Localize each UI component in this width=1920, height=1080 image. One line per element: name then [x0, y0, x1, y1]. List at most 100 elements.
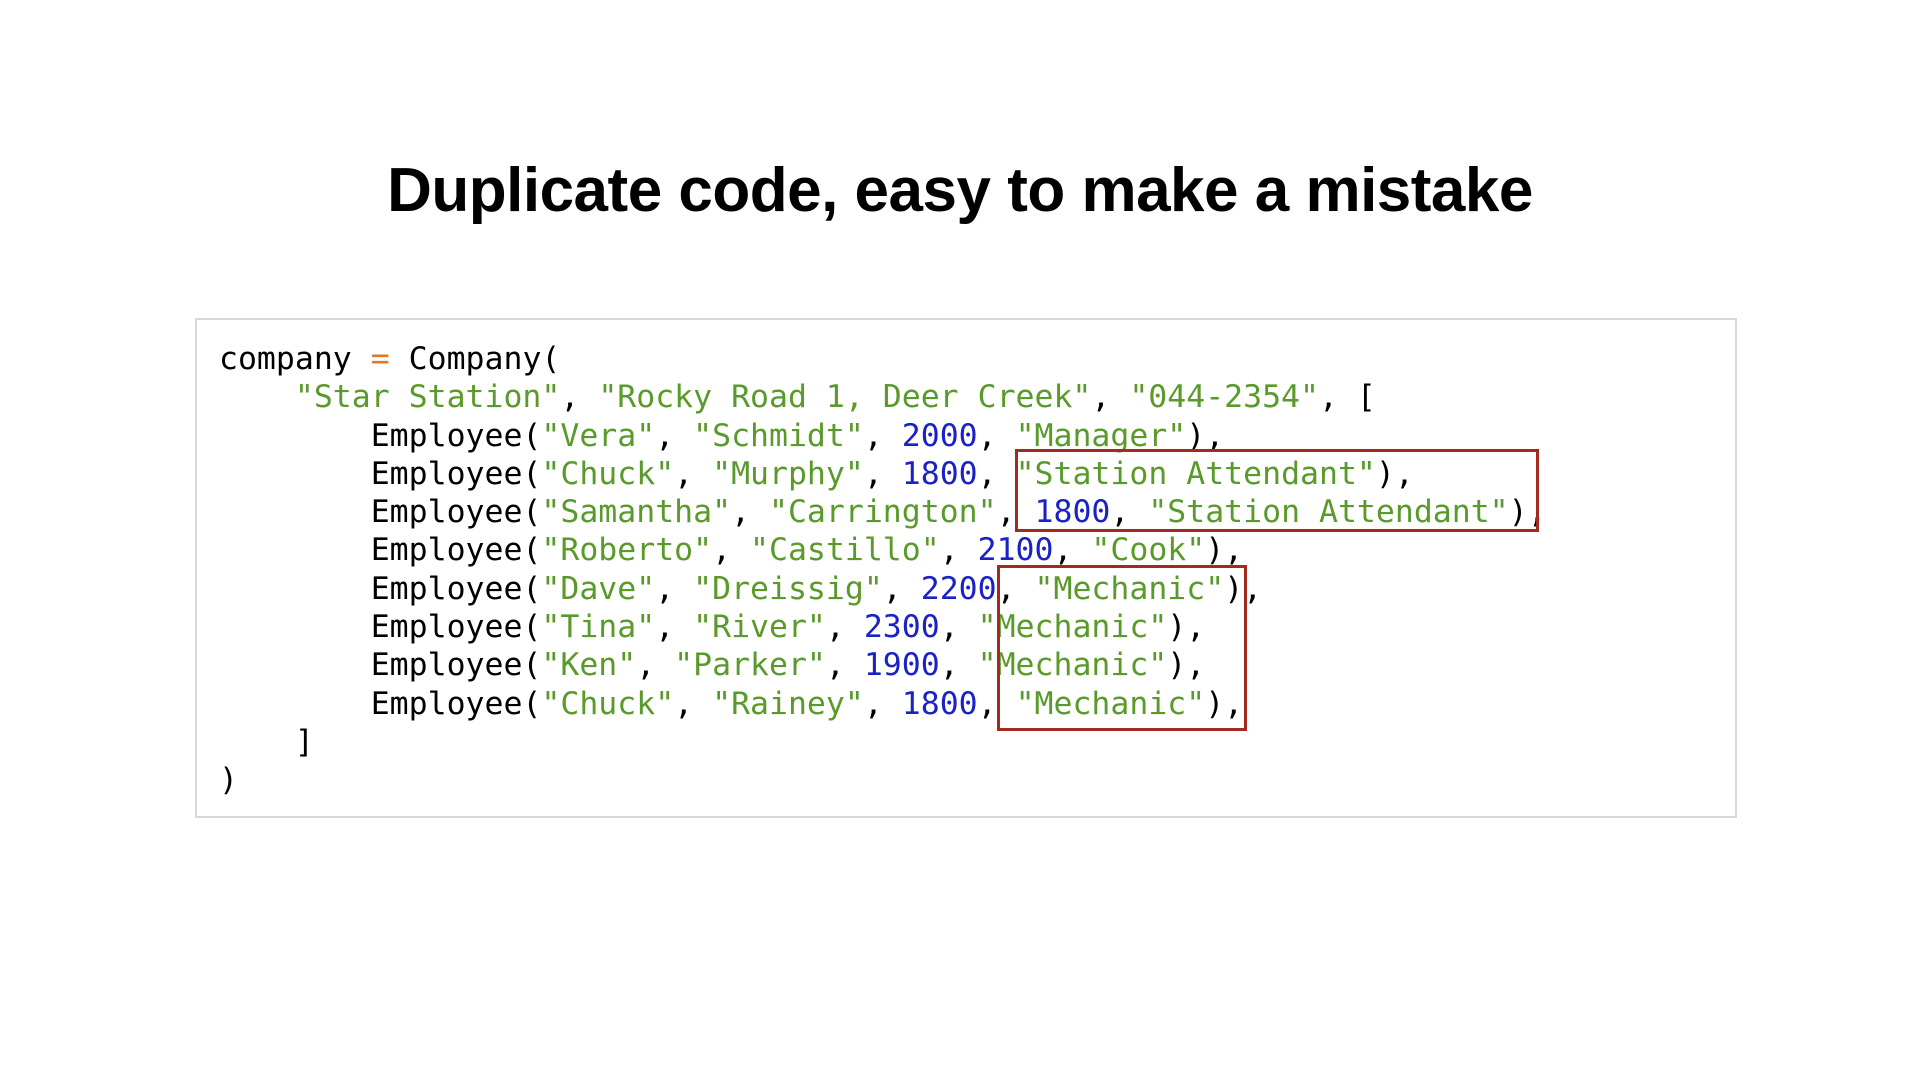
- code-number: 1900: [863, 647, 940, 684]
- code-string: "Samantha": [541, 494, 732, 531]
- code-text: ,: [731, 494, 769, 531]
- code-text: ,: [996, 570, 1035, 607]
- code-text: Employee(: [219, 494, 542, 531]
- code-text: ,: [655, 417, 694, 454]
- code-text: ,: [655, 570, 694, 607]
- code-string: "Mechanic": [977, 647, 1168, 684]
- code-text: ]: [219, 723, 314, 760]
- code-line: Employee("Roberto", "Castillo", 2100, "C…: [219, 531, 1547, 569]
- code-text: , [: [1319, 379, 1376, 416]
- code-string: "044-2354": [1129, 379, 1319, 416]
- code-line: Employee("Ken", "Parker", 1900, "Mechani…: [219, 646, 1547, 684]
- code-line: ]: [219, 723, 1547, 761]
- code-string: "Station Attendant": [1148, 494, 1509, 531]
- code-line: Employee("Tina", "River", 2300, "Mechani…: [219, 608, 1547, 646]
- code-string: "Station Attendant": [1015, 455, 1376, 492]
- code-text: ,: [1110, 494, 1149, 531]
- code-line: Employee("Vera", "Schmidt", 2000, "Manag…: [219, 417, 1547, 455]
- code-line: "Star Station", "Rocky Road 1, Deer Cree…: [219, 378, 1547, 416]
- code-text: Employee(: [219, 455, 542, 492]
- code-string: "Cook": [1091, 532, 1206, 569]
- code-line: company = Company(: [219, 340, 1547, 378]
- code-string: "Murphy": [712, 455, 864, 492]
- code-number: 2100: [977, 532, 1054, 569]
- code-text: ,: [863, 455, 902, 492]
- code-text: ,: [977, 417, 1016, 454]
- code-string: "Ken": [541, 647, 637, 684]
- code-text: Employee(: [219, 647, 542, 684]
- code-text: ,: [882, 570, 921, 607]
- code-text: ,: [560, 379, 599, 416]
- code-string: "Tina": [541, 609, 656, 646]
- code-text: Employee(: [219, 609, 542, 646]
- code-string: "Chuck": [541, 685, 675, 722]
- code-string: "Vera": [541, 417, 656, 454]
- code-text: ,: [655, 609, 694, 646]
- code-string: "Mechanic": [1015, 685, 1206, 722]
- code-text: ),: [1224, 570, 1263, 607]
- slide-title: Duplicate code, easy to make a mistake: [387, 156, 1533, 225]
- code-text: Company(: [389, 341, 561, 377]
- code-listing: company = Company( "Star Station", "Rock…: [219, 340, 1547, 800]
- code-text: ,: [863, 417, 902, 454]
- code-string: "Carrington": [769, 494, 997, 531]
- code-text: ,: [674, 455, 713, 492]
- code-text: Employee(: [219, 570, 542, 607]
- code-text: ,: [825, 609, 864, 646]
- code-text: ,: [939, 647, 978, 684]
- code-text: ,: [863, 685, 902, 722]
- code-string: "Roberto": [541, 532, 713, 569]
- code-line: ): [219, 761, 1547, 799]
- code-text: ,: [939, 609, 978, 646]
- code-text: ,: [674, 685, 713, 722]
- code-string: "Rainey": [712, 685, 864, 722]
- code-block: company = Company( "Star Station", "Rock…: [195, 318, 1737, 818]
- code-text: ,: [636, 647, 675, 684]
- code-number: 2200: [920, 570, 997, 607]
- code-text: ,: [939, 532, 978, 569]
- code-number: 2000: [901, 417, 978, 454]
- code-string: "Star Station": [294, 379, 561, 416]
- code-number: 1800: [901, 455, 978, 492]
- code-text: ,: [1091, 379, 1130, 416]
- code-string: "River": [693, 609, 826, 646]
- code-text: ),: [1205, 685, 1244, 722]
- code-string: "Dave": [541, 570, 656, 607]
- code-text: Employee(: [219, 417, 542, 454]
- code-string: "Mechanic": [1034, 570, 1225, 607]
- code-string: "Castillo": [750, 532, 940, 569]
- code-string: "Rocky Road 1, Deer Creek": [598, 379, 1092, 416]
- code-text: ),: [1205, 532, 1244, 569]
- code-text: Employee(: [219, 532, 542, 569]
- code-text: company: [219, 341, 371, 377]
- code-text: ),: [1508, 494, 1547, 531]
- code-text: ,: [712, 532, 751, 569]
- code-text: ),: [1167, 609, 1206, 646]
- code-string: "Manager": [1015, 417, 1187, 454]
- code-text: ): [219, 762, 238, 799]
- code-string: "Chuck": [541, 455, 675, 492]
- code-text: [219, 379, 295, 415]
- code-text: ),: [1375, 455, 1414, 492]
- code-operator: =: [370, 341, 390, 377]
- code-text: ),: [1186, 417, 1225, 454]
- code-text: ,: [825, 647, 864, 684]
- code-string: "Parker": [674, 647, 826, 684]
- code-text: ,: [977, 685, 1016, 722]
- code-text: ,: [1053, 532, 1092, 569]
- code-line: Employee("Chuck", "Rainey", 1800, "Mecha…: [219, 685, 1547, 723]
- code-string: "Schmidt": [693, 417, 864, 454]
- code-text: Employee(: [219, 685, 542, 722]
- code-text: ,: [977, 455, 1016, 492]
- code-line: Employee("Samantha", "Carrington", 1800,…: [219, 493, 1547, 531]
- code-text: ,: [996, 494, 1035, 531]
- code-number: 1800: [1034, 494, 1111, 531]
- code-line: Employee("Dave", "Dreissig", 2200, "Mech…: [219, 570, 1547, 608]
- code-text: ),: [1167, 647, 1206, 684]
- code-number: 1800: [901, 685, 978, 722]
- code-string: "Dreissig": [693, 570, 883, 607]
- code-line: Employee("Chuck", "Murphy", 1800, "Stati…: [219, 455, 1547, 493]
- code-number: 2300: [863, 609, 940, 646]
- code-string: "Mechanic": [977, 609, 1168, 646]
